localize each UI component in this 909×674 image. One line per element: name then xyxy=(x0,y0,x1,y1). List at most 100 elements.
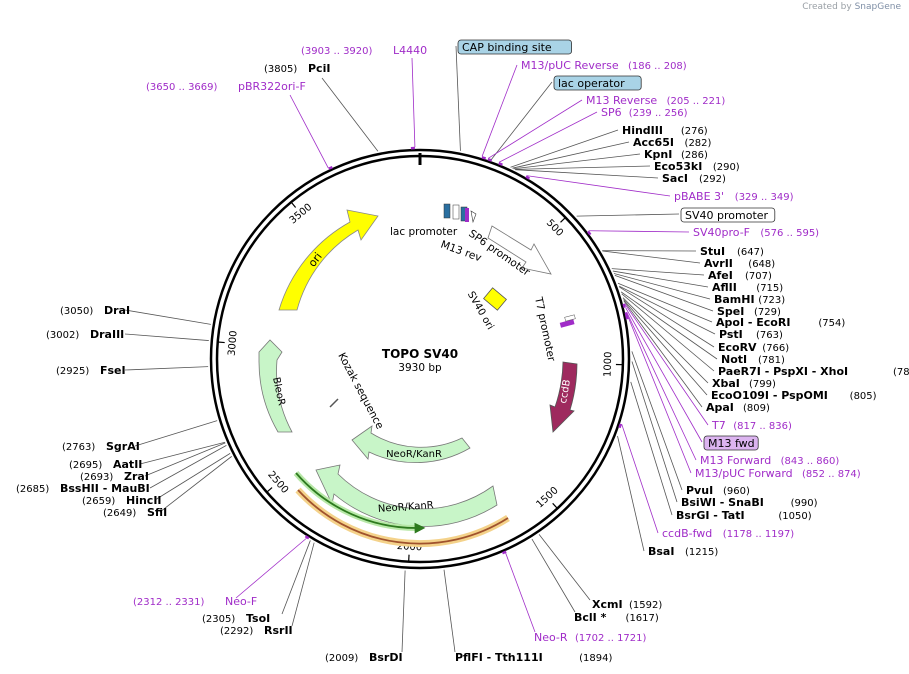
connector-line xyxy=(124,333,209,341)
connector-line xyxy=(612,270,709,288)
label-m13-reverse: M13 Reverse (205 .. 221) xyxy=(586,94,725,107)
label-sgrai: SgrAI(2763) xyxy=(62,440,140,453)
ccdb-label: ccdB xyxy=(558,379,573,405)
connector-line xyxy=(625,307,703,443)
primer-mark xyxy=(501,550,507,555)
primer-mark xyxy=(328,165,333,170)
label-hincii: HincII(2659) xyxy=(82,494,162,507)
connector-line xyxy=(512,141,630,169)
label-name: HincII xyxy=(126,494,162,507)
label-position: (2695) xyxy=(69,460,102,471)
top-small-features xyxy=(329,203,576,408)
label-position: (781) xyxy=(758,355,785,366)
label-afei: AfeI (707) xyxy=(708,269,772,282)
bleor-feature: BleoR xyxy=(258,339,293,433)
primer-mark xyxy=(487,158,493,162)
label-position: (1050) xyxy=(778,511,811,522)
label-position: (3650 .. 3669) xyxy=(146,82,218,93)
connector-line xyxy=(515,169,659,179)
label-draiii: DraIII(3002) xyxy=(46,328,124,341)
label-name: M13 Reverse xyxy=(586,94,657,107)
label-zrai: ZraI (2693) xyxy=(80,470,149,483)
label-acc65i: Acc65I(282) xyxy=(633,136,712,149)
primer-mark xyxy=(586,230,592,236)
label-name: ccdB-fwd xyxy=(662,527,712,540)
label-aflii: AflII (715) xyxy=(712,281,783,294)
label-bcli: BclI *(1617) xyxy=(574,611,659,624)
label-name: L4440 xyxy=(393,44,427,57)
label-position: (1215) xyxy=(685,547,718,558)
label-m13-puc-reverse: M13/pUC Reverse(186 .. 208) xyxy=(521,59,687,72)
label-position: (2649) xyxy=(103,508,136,519)
label-apoi-ecori: ApoI - EcoRI(754) xyxy=(716,316,845,329)
label-l4440: L4440(3903 .. 3920) xyxy=(301,44,427,57)
tick-mark xyxy=(290,201,297,208)
label-name: AflII xyxy=(712,281,737,294)
label-position: (282) xyxy=(685,138,712,149)
label-name: PflFI - Tth111I xyxy=(455,651,543,664)
label-pvui: PvuI(960) xyxy=(686,484,750,497)
label-neo-f: Neo-F(2312 .. 2331) xyxy=(133,595,257,608)
label-position: (205 .. 221) xyxy=(667,96,726,107)
connector-line xyxy=(144,442,226,477)
label-name: SpeI xyxy=(717,305,744,318)
label-name: RsrII xyxy=(264,624,293,637)
label-position: (805) xyxy=(850,391,877,402)
neor-inner-label: NeoR/KanR xyxy=(386,449,442,460)
backbone xyxy=(209,148,631,570)
label-position: (329 .. 349) xyxy=(735,192,794,203)
label-xbai: XbaI(799) xyxy=(712,377,776,390)
connector-line xyxy=(630,381,673,516)
connector-line xyxy=(588,230,690,233)
label-name: M13 Forward xyxy=(700,454,771,467)
label-name: Neo-R xyxy=(534,631,568,644)
label-t7: T7(817 .. 836) xyxy=(711,419,792,432)
connector-line xyxy=(619,286,715,348)
label-name: M13/pUC Forward xyxy=(695,467,793,480)
primer-mark xyxy=(625,315,629,320)
snapgene-credit: Created by SnapGene xyxy=(802,2,901,12)
label-position: (723) xyxy=(758,295,785,306)
tick-mark xyxy=(266,487,273,493)
connector-line xyxy=(617,435,645,552)
label-ecoo109i-pspomi: EcoO109I - PspOMI(805) xyxy=(711,389,877,402)
neor-outer-feature: NeoR/KanR xyxy=(315,464,498,527)
lac-promoter-label: lac promoter xyxy=(390,226,458,238)
label-aatii: AatII(2695) xyxy=(69,458,142,471)
label-position: (2292) xyxy=(220,626,253,637)
label-name: DraI xyxy=(104,304,130,317)
label-position: (843 .. 860) xyxy=(781,456,840,467)
label-position: (648) xyxy=(748,259,775,270)
label-position: (2312 .. 2331) xyxy=(133,597,205,608)
label-position: (2763) xyxy=(62,442,95,453)
connector-line xyxy=(411,57,416,148)
label-position: (707) xyxy=(745,271,772,282)
label-name: ZraI xyxy=(124,470,149,483)
label-position: (715) xyxy=(756,283,783,294)
connector-line xyxy=(481,64,518,157)
primer-mark xyxy=(481,156,487,160)
connector-line xyxy=(139,441,226,465)
label-position: (754) xyxy=(818,318,845,329)
label-name: AfeI xyxy=(708,269,733,282)
primer-site-marks xyxy=(304,146,629,555)
connector-line xyxy=(124,366,209,371)
connector-line xyxy=(576,213,680,217)
connector-line xyxy=(531,538,576,613)
label-name: AvrII xyxy=(704,257,733,270)
connector-line xyxy=(627,314,692,474)
label-name: PstI xyxy=(719,328,743,341)
credit-brand: SnapGene xyxy=(854,2,901,12)
tick-label: 1500 xyxy=(534,485,560,510)
label-position: (2693) xyxy=(80,472,113,483)
label-connectors xyxy=(124,45,718,653)
connector-line xyxy=(134,420,218,447)
connector-line xyxy=(491,81,553,160)
label-name: BclI * xyxy=(574,611,607,624)
connector-line xyxy=(235,537,307,599)
label-sv40-promoter: SV40 promoter xyxy=(680,207,776,223)
label-saci: SacI(292) xyxy=(662,172,726,185)
kozak-label: Kozak sequence xyxy=(335,351,385,431)
